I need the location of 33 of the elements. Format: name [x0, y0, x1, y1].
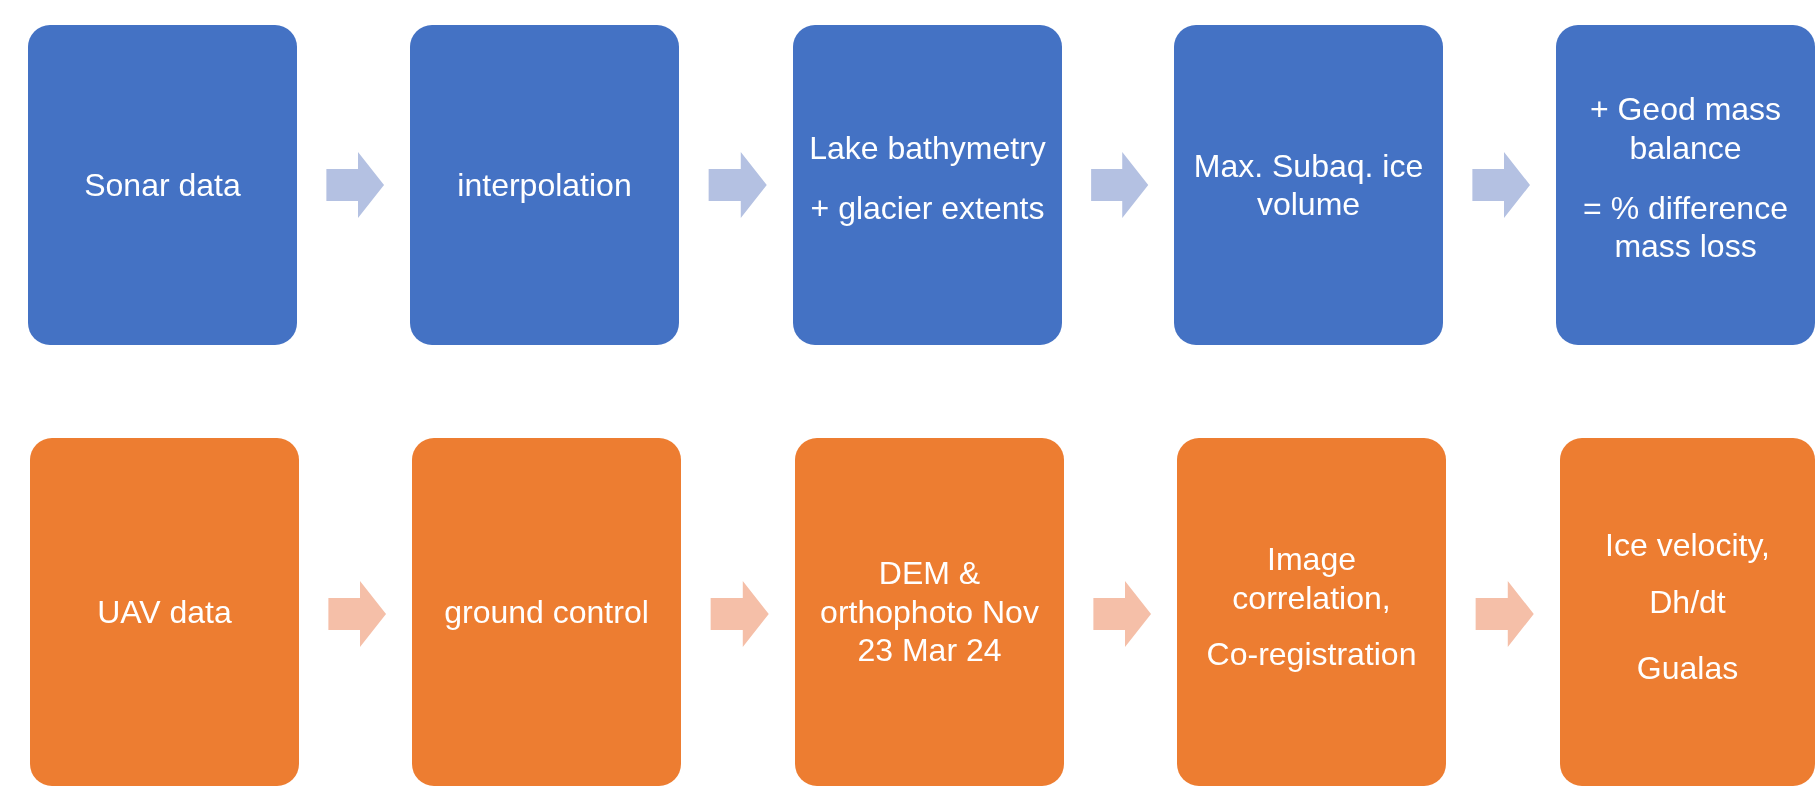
box-text: DEM & orthophoto Nov 23 Mar 24 — [819, 554, 1040, 670]
process-box — [28, 25, 297, 345]
box-text: Co-registration — [1206, 635, 1417, 674]
process-box — [412, 438, 681, 786]
block-arrow — [328, 581, 386, 647]
block-arrow — [1475, 581, 1534, 647]
process-box — [1177, 438, 1446, 786]
block-arrow — [1472, 152, 1530, 218]
box-text: + Geod mass balance — [1588, 90, 1783, 167]
box-text: UAV data — [97, 592, 232, 632]
process-box — [793, 25, 1062, 345]
process-box — [1560, 438, 1815, 786]
box-text: + glacier extents — [810, 189, 1045, 228]
box-text: Gualas — [1636, 649, 1739, 688]
box-text: Dh/dt — [1649, 582, 1726, 622]
process-box — [30, 438, 299, 786]
box-text: ground control — [444, 592, 649, 632]
box-text: Max. Subaq. ice volume — [1192, 146, 1425, 224]
block-arrow — [708, 152, 767, 218]
box-text: Lake bathymetry — [809, 128, 1046, 167]
block-arrow — [326, 152, 384, 218]
block-arrow — [710, 581, 769, 647]
box-text: Sonar data — [84, 165, 241, 205]
box-text: interpolation — [457, 165, 632, 205]
box-text: = % difference mass loss — [1582, 189, 1789, 266]
process-box — [1556, 25, 1815, 345]
block-arrow — [1093, 581, 1151, 647]
process-box — [1174, 25, 1443, 345]
process-box — [795, 438, 1064, 786]
block-arrow — [1091, 152, 1149, 218]
box-text: Image correlation, — [1231, 540, 1392, 618]
box-text: Ice velocity, — [1605, 526, 1770, 565]
process-box — [410, 25, 679, 345]
